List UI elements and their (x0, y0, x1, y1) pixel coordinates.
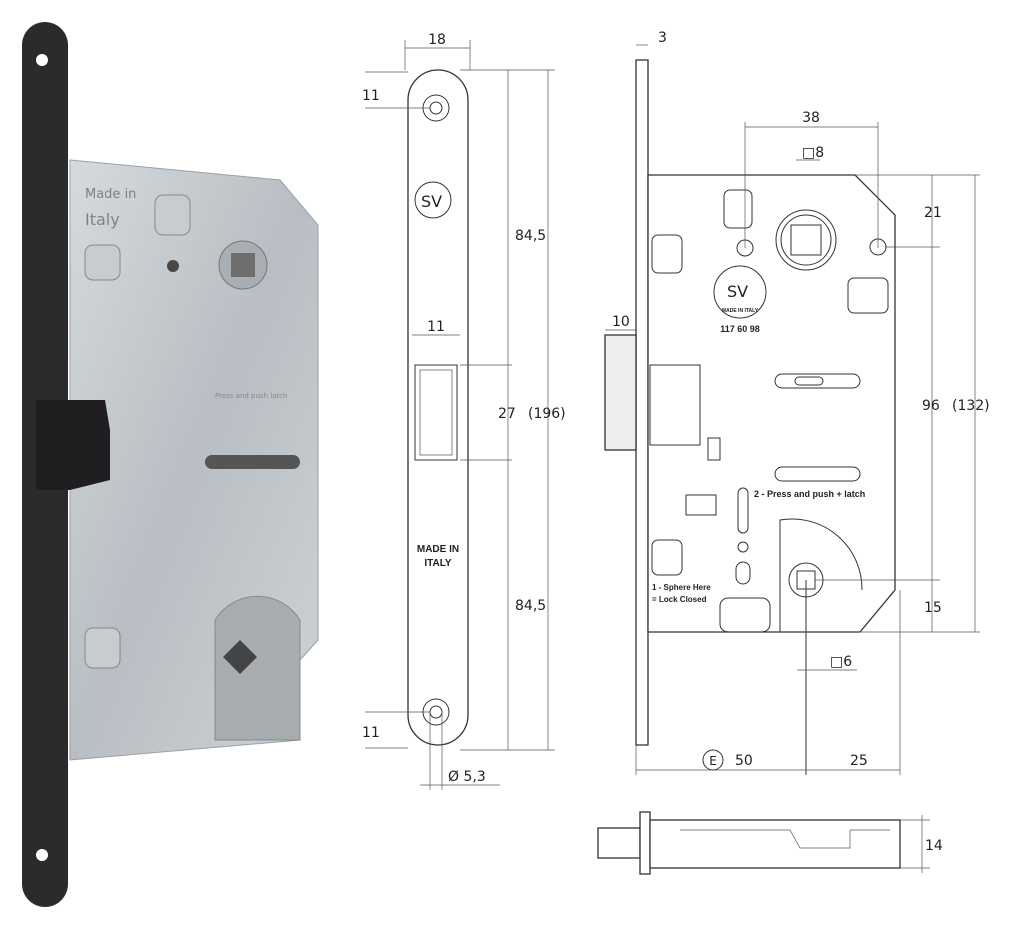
rivet-hole (167, 260, 179, 272)
body-case (647, 174, 896, 633)
tab-slot (84, 627, 121, 669)
sv-logo (414, 181, 452, 219)
sv-logo-text: SV (421, 192, 442, 211)
backset-symbol-text: E (709, 754, 717, 768)
follower-square (231, 253, 255, 277)
engraving-made-in: Made in (85, 187, 136, 202)
dim-body-height: (132) (952, 398, 990, 414)
lock-photo: Made in Italy Press and push latch (22, 22, 319, 907)
lock-body-drawing: SV MADE IN ITALY 117 60 98 2 - Press and… (604, 30, 990, 775)
dim-bottom-hole-offset: 11 (362, 725, 380, 741)
dim-plate-thickness: 3 (658, 30, 667, 46)
side-body (649, 819, 901, 869)
side-latch (597, 827, 641, 859)
faceplate-drawing: SV MADE IN ITALY 18 11 11 84,5 27 (196) … (362, 32, 566, 790)
dim-hole-spacing: 38 (802, 110, 820, 126)
dim-follower-square: □8 (802, 145, 824, 161)
tab-slot (154, 194, 191, 236)
dim-bottom-to-edge: 25 (850, 753, 868, 769)
side-view-drawing: 14 (597, 811, 943, 875)
faceplate-outline (407, 69, 469, 746)
stamp-ring-text: MADE IN ITALY (722, 308, 759, 314)
dim-center-distance: 96 (922, 398, 940, 414)
dim-bottom-offset: 15 (924, 600, 942, 616)
dim-hole-diameter: Ø 5,3 (448, 769, 486, 785)
dim-thickness: 14 (925, 838, 943, 854)
body-faceplate (635, 59, 649, 746)
dim-key-square: □6 (830, 654, 852, 670)
dim-total-length: (196) (528, 406, 566, 422)
dim-width: 18 (428, 32, 446, 48)
marking-made-in: MADE IN (417, 544, 459, 555)
latch-slot (205, 455, 300, 469)
marking-italy: ITALY (424, 558, 452, 569)
tab-slot (84, 244, 121, 281)
part-number: 117 60 98 (720, 324, 760, 334)
dim-latch-height: 27 (498, 406, 516, 422)
follower-square (790, 224, 822, 256)
engraving-arrow-text: Press and push latch (215, 392, 288, 400)
dim-lower-span: 84,5 (515, 598, 546, 614)
dim-latch-width: 11 (427, 319, 445, 335)
dim-upper-span: 84,5 (515, 228, 546, 244)
engraving-italy: Italy (85, 210, 120, 229)
dim-backset: 50 (735, 753, 753, 769)
screw-hole (36, 54, 48, 66)
instruction-press-push: 2 - Press and push + latch (754, 489, 865, 499)
backset-symbol (702, 749, 724, 771)
dim-top-offset: 21 (924, 205, 942, 221)
stamp-logo-text: SV (727, 282, 748, 301)
key-square (223, 640, 257, 674)
instruction-lock-closed: = Lock Closed (652, 595, 707, 604)
dim-latch-projection: 10 (612, 314, 630, 330)
screw-hole (36, 849, 48, 861)
key-hub-plate (214, 595, 301, 741)
body-latch (604, 334, 637, 451)
dim-top-hole-offset: 11 (362, 88, 380, 104)
latch-window (414, 364, 458, 461)
instruction-sphere: 1 - Sphere Here (652, 583, 711, 592)
stamp-logo (713, 265, 767, 319)
latch-bolt (36, 400, 110, 490)
